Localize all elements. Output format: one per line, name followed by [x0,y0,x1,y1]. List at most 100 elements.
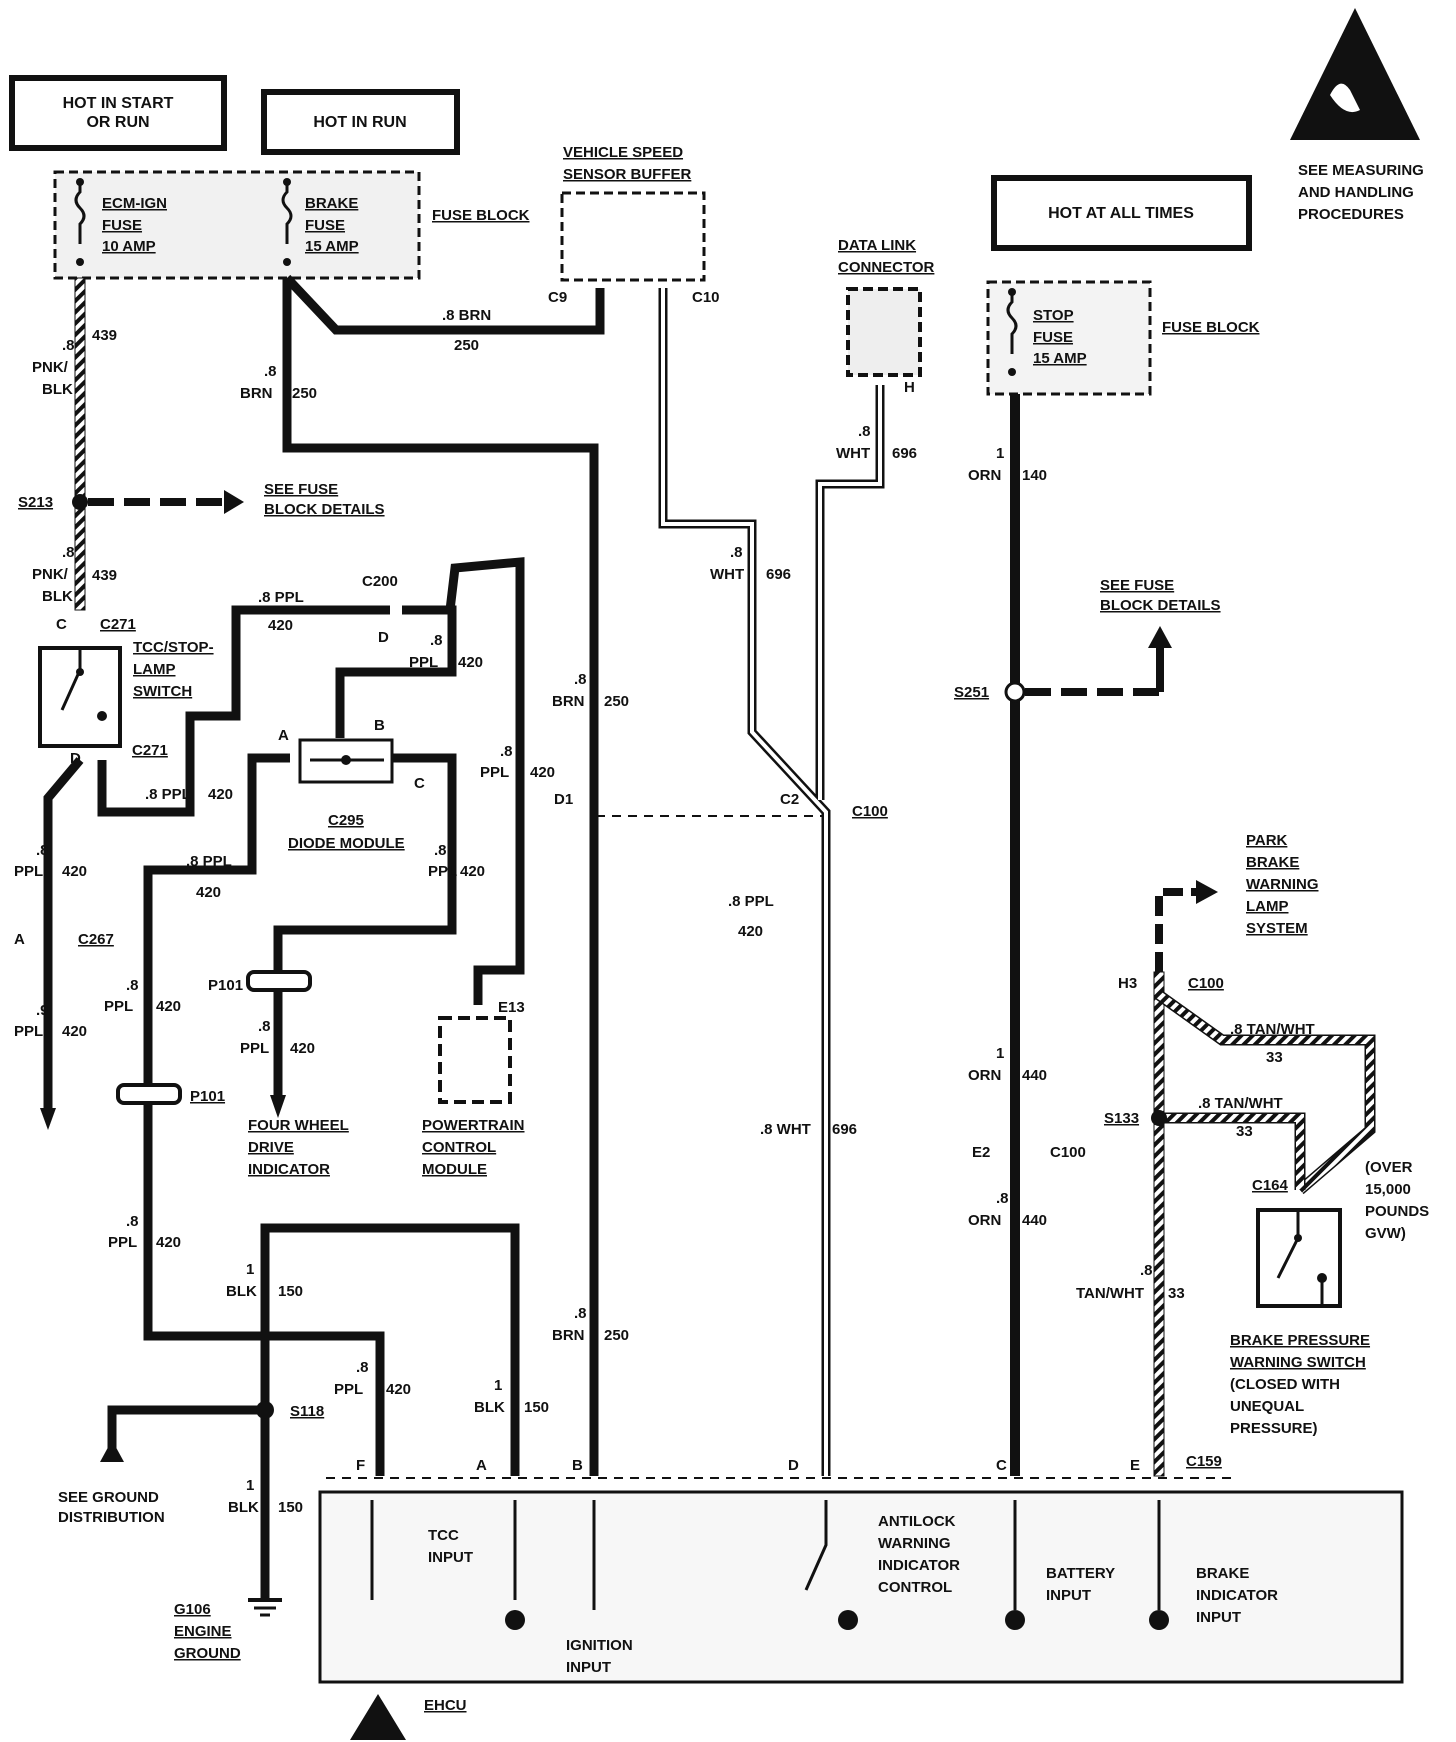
svg-text:F: F [356,1457,365,1474]
svg-text:GVW): GVW) [1365,1225,1406,1242]
svg-text:.8: .8 [996,1190,1009,1207]
svg-text:420: 420 [738,923,763,940]
svg-text:250: 250 [604,693,629,710]
splice-s251 [1004,681,1026,703]
svg-text:.8: .8 [36,842,49,859]
splice-s133 [1151,1110,1167,1126]
svg-text:G106: G106 [174,1601,211,1618]
svg-text:UNEQUAL: UNEQUAL [1230,1398,1304,1415]
svg-text:.8: .8 [126,977,139,994]
svg-text:DISTRIBUTION: DISTRIBUTION [58,1509,165,1526]
four-wheel-drive-indicator: FOUR WHEEL [248,1117,349,1134]
esd-note: SEE MEASURING [1298,162,1424,179]
fuse-block-label: FUSE BLOCK [432,207,530,224]
svg-text:696: 696 [892,445,917,462]
svg-text:SEE FUSE: SEE FUSE [264,481,338,498]
svg-text:LAMP: LAMP [133,661,176,678]
svg-text:BLOCK DETAILS: BLOCK DETAILS [264,501,385,518]
svg-text:BRAKE: BRAKE [1246,854,1299,871]
svg-text:420: 420 [458,654,483,671]
svg-text:140: 140 [1022,467,1047,484]
park-brake-warning-lamp: PARK [1246,832,1288,849]
svg-text:TCC: TCC [428,1527,459,1544]
svg-text:.8 PPL: .8 PPL [186,853,232,870]
svg-text:HOT IN START: HOT IN START [63,95,174,112]
svg-text:696: 696 [832,1121,857,1138]
svg-text:C100: C100 [1050,1144,1086,1161]
svg-text:.8 BRN: .8 BRN [442,307,491,324]
brake-pressure-warning-switch: C164 BRAKE PRESSURE WARNING SWITCH (CLOS… [1230,1177,1370,1437]
svg-text:CONNECTOR: CONNECTOR [838,259,935,276]
svg-text:INPUT: INPUT [428,1549,473,1566]
powertrain-control-module: E13 POWERTRAIN CONTROL MODULE [422,999,525,1178]
svg-text:B: B [374,717,385,734]
svg-text:C271: C271 [132,742,168,759]
fuse-block-left: ECM-IGN FUSE 10 AMP BRAKE FUSE 15 AMP [53,170,421,280]
diode-module: B A C C295 DIODE MODULE [278,717,425,852]
svg-text:C9: C9 [548,289,567,306]
svg-text:696: 696 [766,566,791,583]
svg-text:C2: C2 [780,791,799,808]
svg-text:A: A [476,1457,487,1474]
svg-text:420: 420 [196,884,221,901]
svg-text:HOT AT ALL TIMES: HOT AT ALL TIMES [1048,205,1194,222]
svg-text:BLK: BLK [42,381,73,398]
svg-text:TAN/WHT: TAN/WHT [1076,1285,1144,1302]
svg-text:420: 420 [460,863,485,880]
svg-text:AND HANDLING: AND HANDLING [1298,184,1414,201]
svg-text:MODULE: MODULE [422,1161,487,1178]
svg-text:H: H [904,379,915,396]
tcc-stop-lamp-switch: C C271 TCC/STOP- LAMP SWITCH D C271 [38,616,214,767]
svg-text:.8 WHT: .8 WHT [760,1121,811,1138]
svg-text:IGNITION: IGNITION [566,1637,633,1654]
svg-text:INPUT: INPUT [1046,1587,1091,1604]
svg-text:BATTERY: BATTERY [1046,1565,1115,1582]
svg-text:WARNING: WARNING [878,1535,951,1552]
svg-text:BLK: BLK [226,1283,257,1300]
svg-text:420: 420 [62,863,87,880]
svg-text:FUSE: FUSE [102,217,142,234]
svg-text:P101: P101 [190,1088,225,1105]
splice-s213 [72,494,88,510]
svg-text:BRAKE PRESSURE: BRAKE PRESSURE [1230,1332,1370,1349]
svg-text:BLK: BLK [228,1499,259,1516]
svg-text:ENGINE: ENGINE [174,1623,232,1640]
svg-text:150: 150 [278,1499,303,1516]
svg-text:.8: .8 [356,1359,369,1376]
svg-text:CONTROL: CONTROL [878,1579,952,1596]
svg-text:B: B [572,1457,583,1474]
svg-text:FUSE BLOCK: FUSE BLOCK [1162,319,1260,336]
svg-text:C159: C159 [1186,1453,1222,1470]
svg-text:C295: C295 [328,812,364,829]
svg-text:BLK: BLK [474,1399,505,1416]
vehicle-speed-sensor-buffer: VEHICLE SPEED SENSOR BUFFER C9 C10 [548,144,720,306]
svg-text:.8 PPL: .8 PPL [258,589,304,606]
svg-text:DRIVE: DRIVE [248,1139,294,1156]
svg-text:250: 250 [292,385,317,402]
connector-p101-b [116,1083,182,1105]
svg-text:A: A [278,727,289,744]
svg-text:1: 1 [246,1477,254,1494]
svg-text:PRESSURE): PRESSURE) [1230,1420,1318,1437]
svg-text:.8: .8 [1140,1262,1153,1279]
svg-text:(OVER: (OVER [1365,1159,1413,1176]
svg-text:E2: E2 [972,1144,990,1161]
svg-text:.8 TAN/WHT: .8 TAN/WHT [1198,1095,1283,1112]
svg-text:ORN: ORN [968,1067,1001,1084]
svg-text:PPL: PPL [480,764,509,781]
svg-text:439: 439 [92,567,117,584]
svg-text:LAMP: LAMP [1246,898,1289,915]
svg-text:DIODE MODULE: DIODE MODULE [288,835,405,852]
svg-text:PPL: PPL [14,1023,43,1040]
svg-text:SENSOR BUFFER: SENSOR BUFFER [563,166,692,183]
svg-text:.8 TAN/WHT: .8 TAN/WHT [1230,1021,1315,1038]
svg-text:BRAKE: BRAKE [1196,1565,1249,1582]
svg-text:C100: C100 [852,803,888,820]
svg-text:S251: S251 [954,684,989,701]
svg-text:INDICATOR: INDICATOR [248,1161,330,1178]
svg-text:C267: C267 [78,931,114,948]
svg-text:SYSTEM: SYSTEM [1246,920,1308,937]
esd-warning-icon [1290,8,1420,140]
svg-text:15 AMP: 15 AMP [305,238,359,255]
